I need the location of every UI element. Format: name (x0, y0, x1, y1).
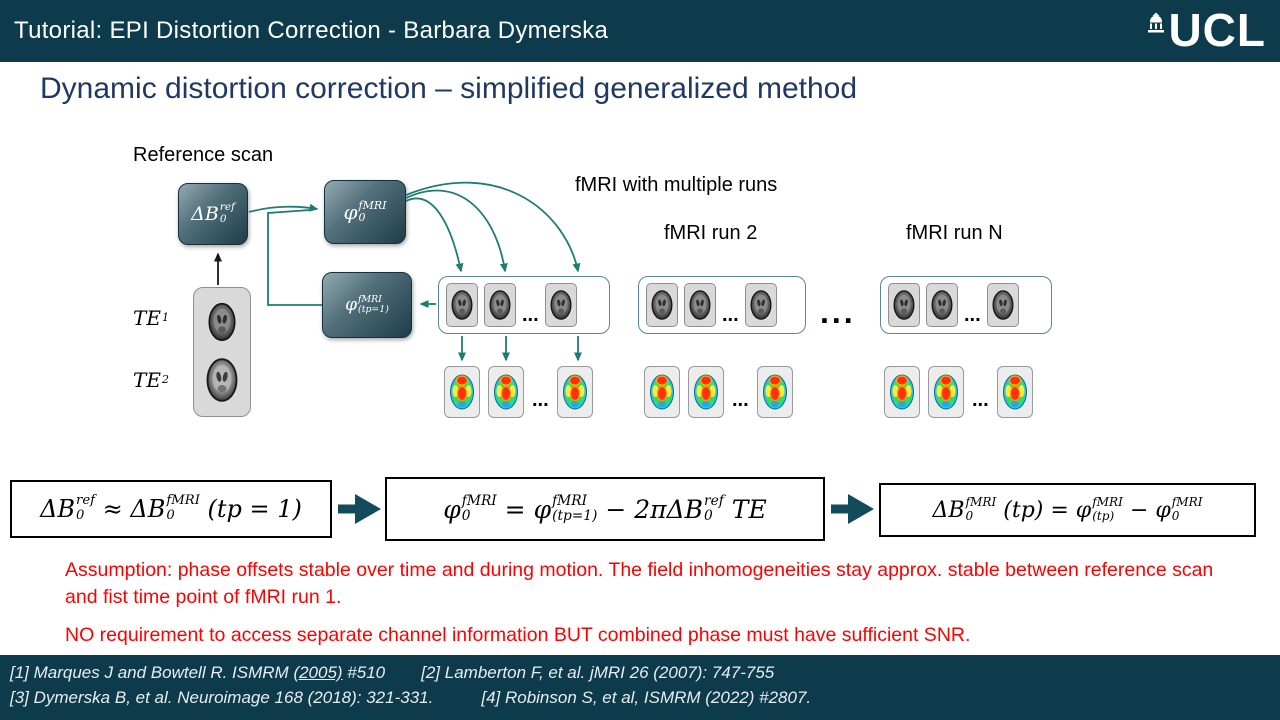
fieldmap-thumbnail (756, 366, 793, 418)
brain-image (931, 290, 953, 320)
ellipsis: ... (522, 304, 539, 326)
brain-thumbnail (684, 283, 716, 327)
brain-image (992, 290, 1014, 320)
brain-thumbnail (926, 283, 958, 327)
fieldmap-image (693, 374, 719, 410)
brain-thumbnail (744, 283, 777, 327)
fmri-run2-box: ... (638, 276, 806, 334)
fieldmap-row-run1: ... (444, 366, 593, 418)
fieldmap-image (762, 374, 787, 410)
fieldmap-image (649, 374, 675, 410)
header-title: Tutorial: EPI Distortion Correction - Ba… (14, 17, 609, 44)
fmri-runN-box: ... (880, 276, 1052, 334)
ellipsis: ... (532, 389, 549, 411)
fieldmap-image (449, 374, 475, 410)
reference-1: [1] Marques J and Bowtell R. ISMRM (10, 663, 294, 682)
fieldmap-image (933, 374, 959, 410)
te1-brain-image (208, 302, 236, 341)
ellipsis: ... (972, 389, 989, 411)
fieldmap-image (493, 374, 519, 410)
te2-brain-image (206, 357, 238, 402)
fmri-run1-box: ... (438, 276, 610, 334)
fmri-multiple-runs-label: fMRI with multiple runs (575, 174, 778, 196)
brain-image (489, 290, 511, 320)
ucl-building-icon (1148, 12, 1165, 33)
fieldmap-image (1002, 374, 1027, 410)
fieldmap-thumbnail (928, 366, 964, 418)
brain-image (893, 290, 915, 320)
fieldmap-thumbnail (556, 366, 593, 418)
assumption-note: Assumption: phase offsets stable over ti… (65, 559, 1214, 608)
header-bar: Tutorial: EPI Distortion Correction - Ba… (0, 0, 1280, 62)
runs-ellipsis: ... (820, 294, 856, 330)
fieldmap-thumbnail (488, 366, 524, 418)
reference-2: [2] Lamberton F, et al. jMRI 26 (2007): … (421, 663, 775, 682)
fieldmap-thumbnail (444, 366, 480, 418)
reference-scan-label: Reference scan (133, 144, 274, 166)
reference-4: [4] Robinson S, et al, ISMRM (2022) #280… (481, 688, 812, 707)
requirement-note: NO requirement to access separate channe… (65, 624, 971, 646)
fieldmap-thumbnail (996, 366, 1033, 418)
ucl-logo: UCL (1146, 4, 1266, 56)
fieldmap-row-runN: ... (884, 366, 1033, 418)
fieldmap-thumbnail (884, 366, 920, 418)
ucl-logo-text: UCL (1168, 4, 1266, 56)
references-line-1: [1] Marques J and Bowtell R. ISMRM (2005… (10, 663, 1280, 683)
brain-image (550, 290, 572, 320)
fieldmap-image (889, 374, 915, 410)
brain-thumbnail (646, 283, 678, 327)
reference-1-number: #510 (342, 663, 386, 682)
references-line-2: [3] Dymerska B, et al. Neuroimage 168 (2… (10, 688, 1280, 708)
brain-thumbnail (986, 283, 1019, 327)
brain-image (451, 290, 473, 320)
ellipsis: ... (722, 304, 739, 326)
fmri-runN-label: fMRI run N (906, 222, 1003, 244)
fieldmap-thumbnail (688, 366, 724, 418)
references-bar: [1] Marques J and Bowtell R. ISMRM (2005… (0, 655, 1280, 720)
reference-1-year-link[interactable]: (2005) (293, 663, 343, 682)
ellipsis: ... (732, 389, 749, 411)
page-title: Dynamic distortion correction – simplifi… (40, 72, 858, 105)
reference-scan-images-box (193, 287, 251, 417)
brain-thumbnail (484, 283, 516, 327)
reference-3: [3] Dymerska B, et al. Neuroimage 168 (2… (10, 688, 434, 707)
fieldmap-row-run2: ... (644, 366, 793, 418)
fieldmap-image (562, 374, 587, 410)
brain-thumbnail (446, 283, 478, 327)
brain-image (651, 290, 673, 320)
fieldmap-thumbnail (644, 366, 680, 418)
brain-image (689, 290, 711, 320)
fmri-run2-label: fMRI run 2 (664, 222, 758, 244)
brain-thumbnail (888, 283, 920, 327)
ellipsis: ... (964, 304, 981, 326)
brain-image (750, 290, 772, 320)
brain-thumbnail (544, 283, 577, 327)
